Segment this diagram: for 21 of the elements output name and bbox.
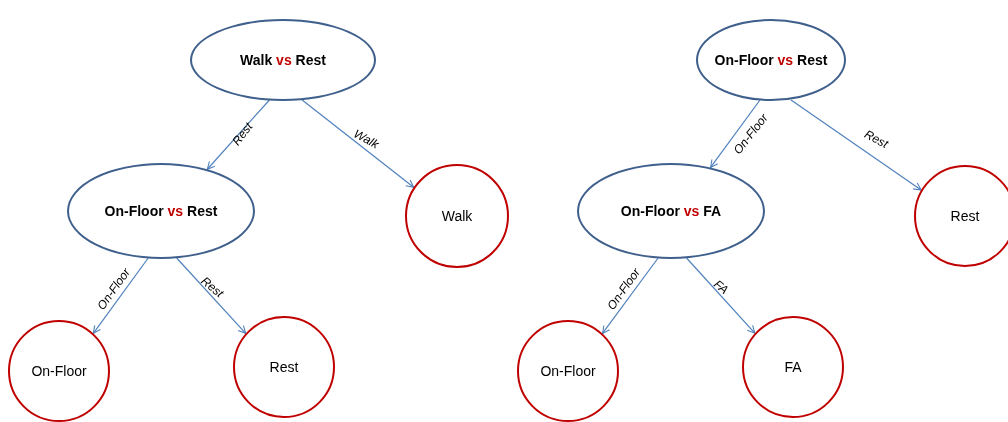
arrow: [601, 257, 659, 335]
arrow: [92, 257, 149, 334]
node-title: On-Floor vs Rest: [714, 52, 828, 68]
arrow: [301, 99, 415, 188]
edge-label: FA: [710, 277, 732, 297]
arrow: [790, 99, 922, 191]
arrow: [685, 257, 756, 334]
arrow: [176, 257, 247, 334]
class-label: FA: [784, 359, 802, 375]
class-label: Walk: [441, 208, 473, 224]
class-label: Rest: [269, 359, 299, 375]
arrow: [710, 99, 761, 169]
node-title: On-Floor vs FA: [620, 203, 722, 219]
edge-label: Walk: [351, 126, 381, 152]
node-title: On-Floor vs Rest: [104, 203, 218, 219]
node-title: Walk vs Rest: [240, 52, 326, 68]
class-label: On-Floor: [31, 363, 87, 379]
arrow: [206, 99, 271, 170]
class-label: Rest: [950, 208, 980, 224]
edge-label: Rest: [861, 127, 891, 151]
class-label: On-Floor: [540, 363, 596, 379]
